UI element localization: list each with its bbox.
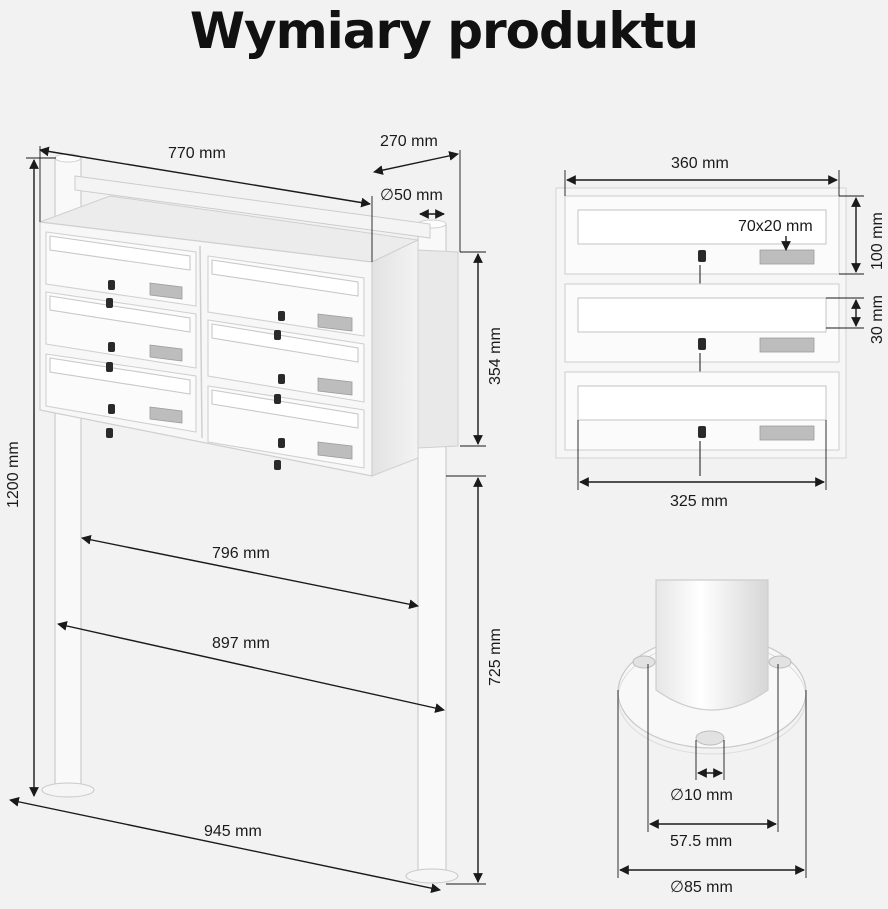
label-compartment-height: 100 mm (869, 212, 886, 270)
left-compartments (45, 231, 197, 438)
left-pole-foot (41, 782, 95, 798)
mailbox-stand-illustration (39, 153, 459, 884)
label-hole-diameter: ∅10 mm (670, 787, 733, 804)
label-slot-width: 325 mm (670, 493, 728, 510)
mount-hole-right (768, 655, 792, 669)
label-name-plate: 70x20 mm (738, 218, 813, 235)
box-divider (199, 245, 203, 439)
mount-hole-front (695, 730, 725, 746)
base-pole (655, 579, 769, 711)
front-view-illustration (555, 187, 847, 476)
mount-hole-left (632, 655, 656, 669)
rear-panel (417, 249, 459, 449)
stand-dimension-lines (9, 146, 486, 893)
box-side (371, 239, 419, 477)
front-view-dimension-lines (564, 170, 864, 490)
label-front-width: 360 mm (671, 155, 729, 172)
label-leg-height: 725 mm (487, 628, 504, 686)
base-dimension-lines (617, 664, 807, 878)
label-total-height: 1200 mm (5, 441, 22, 508)
label-slot-height: 30 mm (869, 295, 886, 344)
label-width-top: 770 mm (168, 145, 226, 162)
right-compartments (207, 255, 365, 470)
label-pole-diameter: ∅50 mm (380, 187, 443, 204)
label-hole-spacing: 57.5 mm (670, 833, 732, 850)
label-box-height: 354 mm (487, 327, 504, 385)
label-outer-span: 897 mm (212, 635, 270, 652)
page-title: Wymiary produktu (189, 2, 699, 60)
label-depth: 270 mm (380, 133, 438, 150)
label-inner-span: 796 mm (212, 545, 270, 562)
label-base-span: 945 mm (204, 823, 262, 840)
label-base-diameter: ∅85 mm (670, 879, 733, 896)
right-pole-foot (405, 868, 459, 884)
